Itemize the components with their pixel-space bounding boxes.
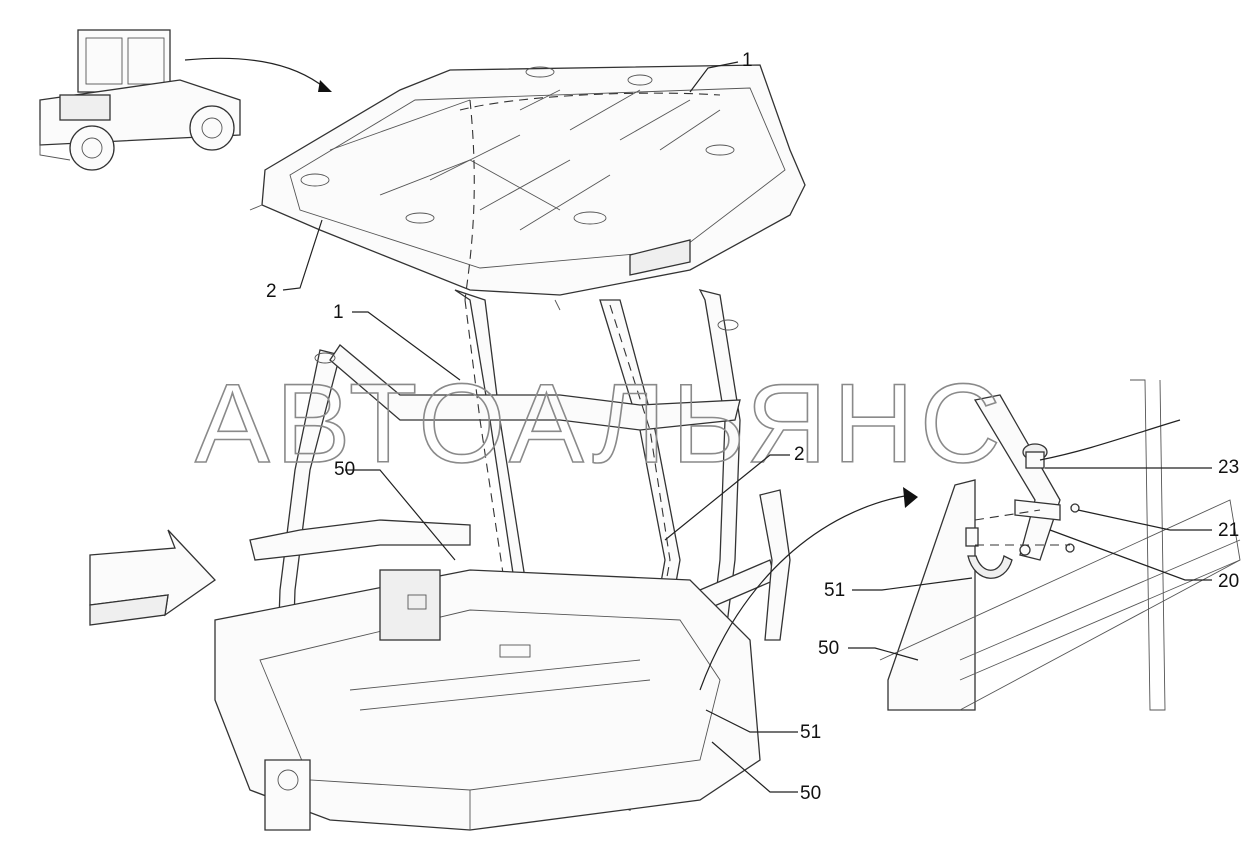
thumbnail-arrowhead [318,80,332,92]
leader-50b [711,741,798,793]
callout-50-bottom: 50 [800,783,821,804]
harness-wire-end-mid [554,299,561,311]
callout-21: 21 [1218,520,1239,541]
leader-51b [852,577,973,591]
thumbnail-pointer-arrow [184,57,326,89]
callout-50-left: 50 [334,459,355,480]
callout-2-frame: 2 [794,444,805,465]
callout-2: 2 [266,281,277,302]
leader-50c [848,647,919,661]
view-direction-arrow-icon [89,529,216,626]
callout-50-detail: 50 [818,638,839,659]
leader-1a [689,61,739,93]
road-roller-thumbnail-icon [39,29,241,171]
leader-21 [1077,509,1212,531]
harness-wire-end-left [249,204,263,211]
harness-wire-roof [464,99,475,301]
leader-2b [664,454,790,541]
leader-1b [352,311,461,381]
cab-floor [214,569,761,831]
watermark: АВТОАЛЬЯНС [195,361,1007,486]
leader-50a [345,469,456,561]
callout-23: 23 [1218,457,1239,478]
callout-1: 1 [742,50,753,71]
callout-51-detail: 51 [824,580,845,601]
callout-51-bottom: 51 [800,722,821,743]
leader-2a [282,219,323,291]
cab-roof [261,64,806,296]
detail-arrowhead [903,487,918,508]
leader-20 [1049,529,1212,581]
detail-inset [879,379,1241,711]
detail-pointer-arrow [699,494,911,691]
callout-20: 20 [1218,571,1239,592]
leader-51a [705,709,798,733]
callout-1-frame: 1 [333,302,344,323]
